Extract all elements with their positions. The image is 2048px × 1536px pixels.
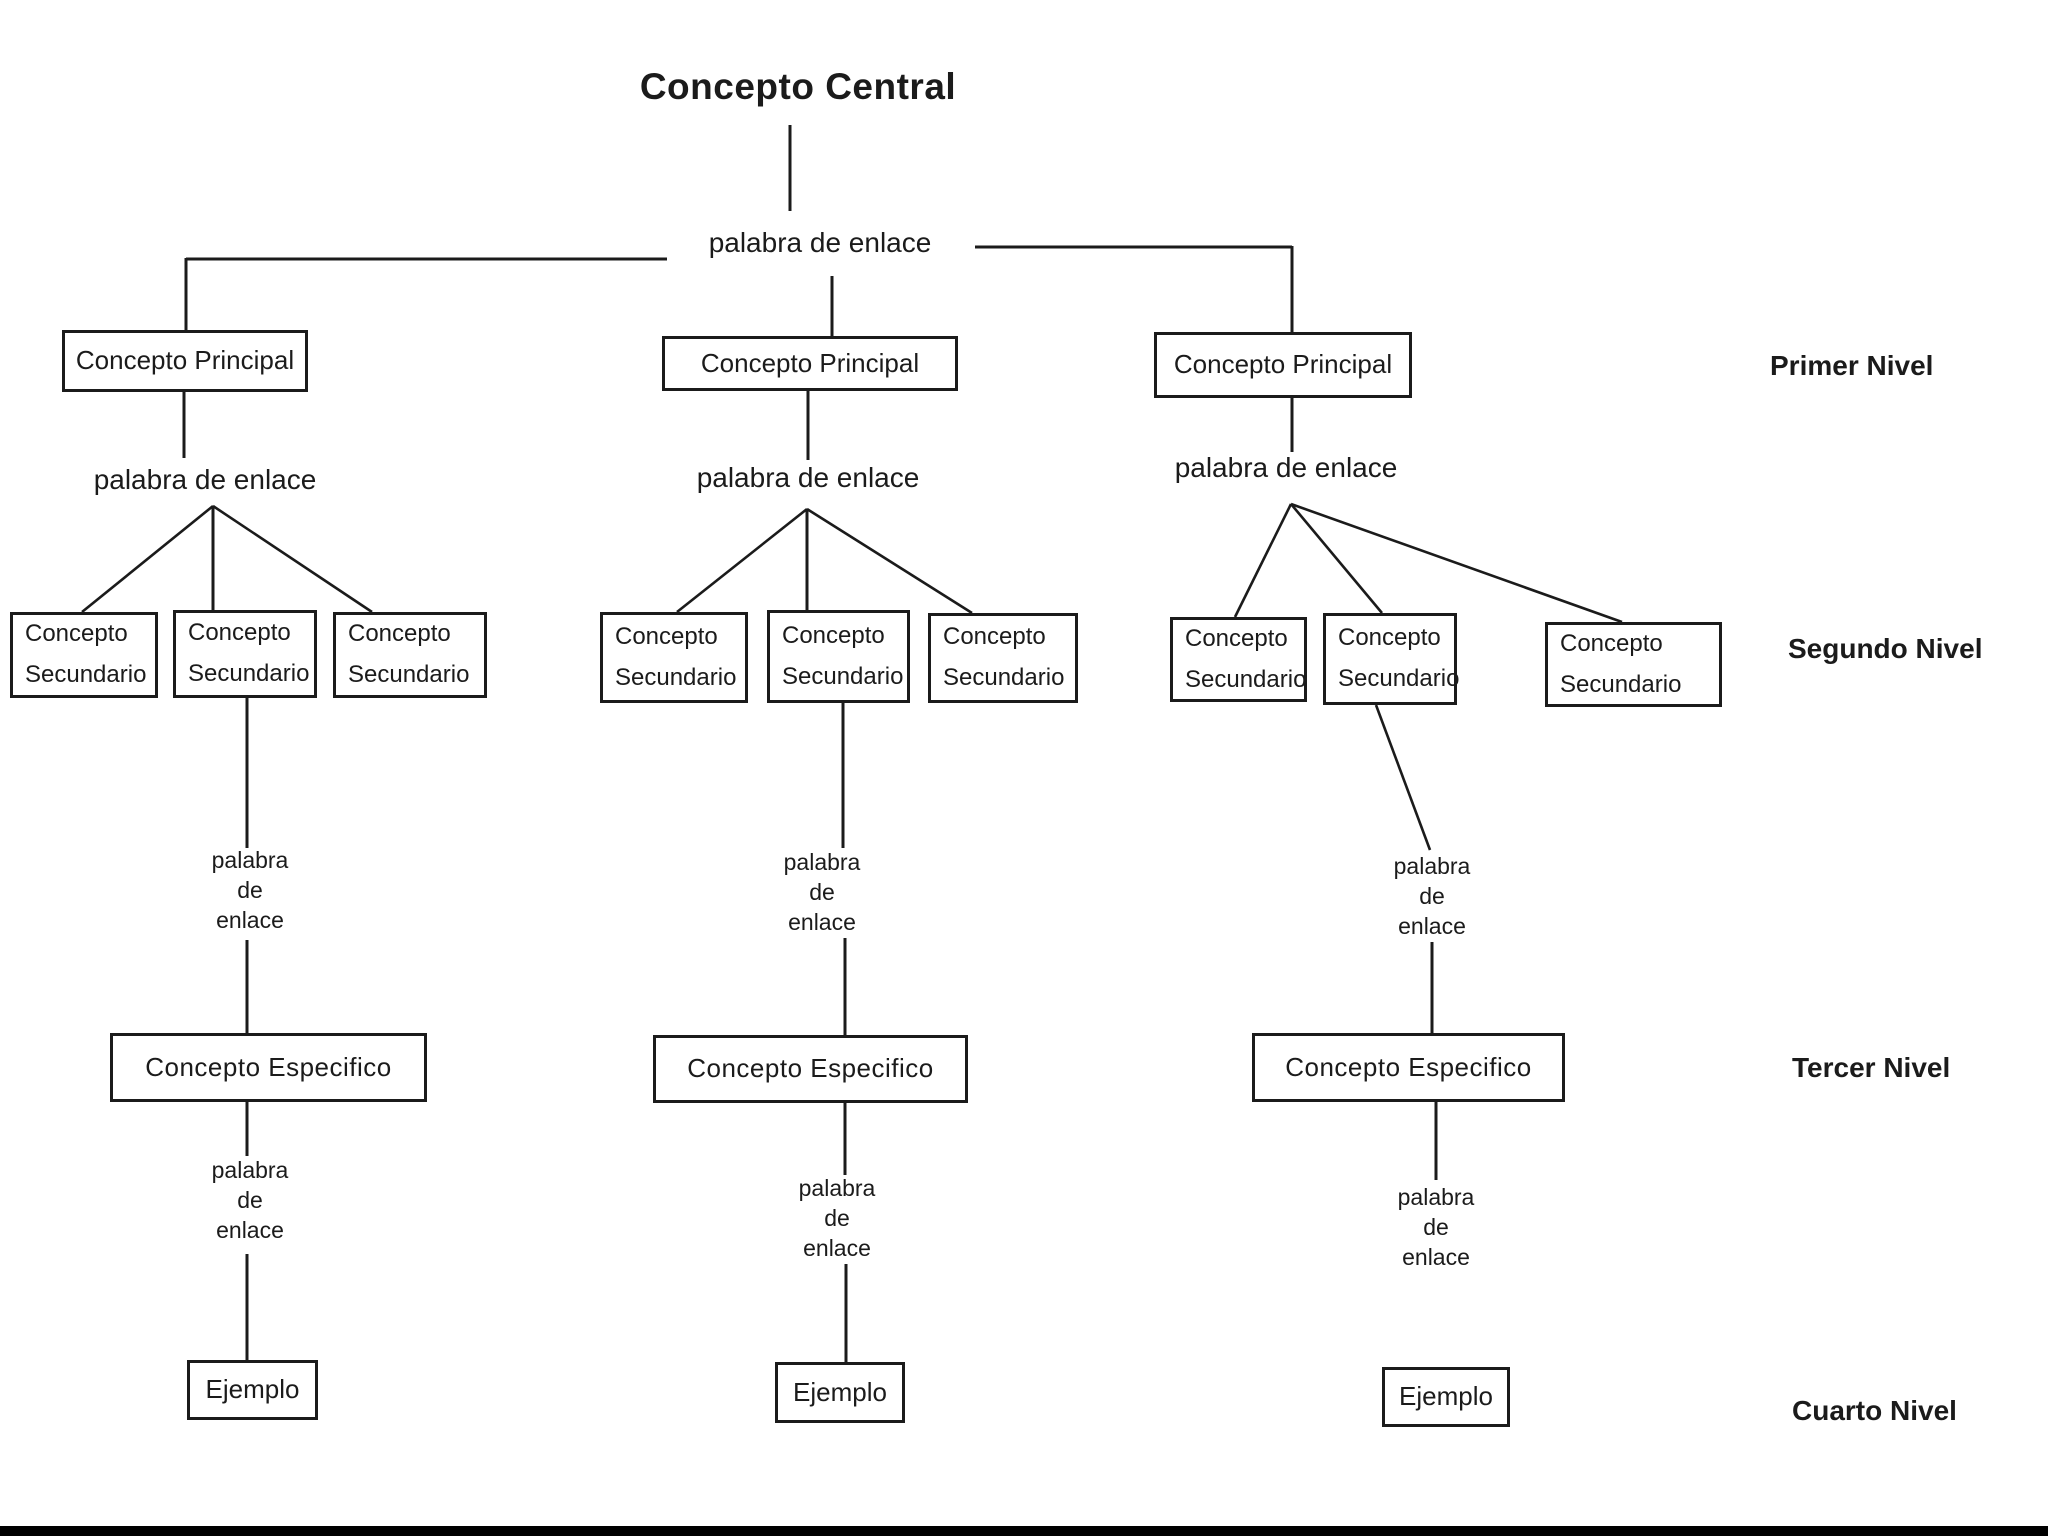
level-label-primer: Primer Nivel: [1770, 350, 1934, 381]
specific-box-3: Concepto Especifico: [1252, 1033, 1565, 1102]
example-box-2: Ejemplo: [775, 1362, 905, 1423]
central-concept-title: Concepto Central: [639, 66, 957, 107]
connector-line: [1374, 704, 1432, 851]
principal-box-1: Concepto Principal: [62, 330, 308, 392]
principal-box-2: Concepto Principal: [662, 336, 958, 391]
link-word-stacked-1: palabra de enlace: [211, 847, 289, 933]
level-label-segundo: Segundo Nivel: [1788, 633, 1983, 664]
connector-line: [81, 504, 214, 614]
link-word-stacked-4: palabra de enlace: [211, 1157, 289, 1243]
connector-line: [806, 507, 973, 615]
secondary-box-9: Concepto Secundario: [1545, 622, 1722, 707]
connector-line: [1290, 503, 1383, 614]
secondary-box-2: Concepto Secundario: [173, 610, 317, 698]
link-word-top: palabra de enlace: [708, 227, 932, 258]
specific-box-2: Concepto Especifico: [653, 1035, 968, 1103]
level-label-tercer: Tercer Nivel: [1792, 1052, 1951, 1083]
link-word-branch-2: palabra de enlace: [696, 462, 920, 493]
connector-line: [212, 504, 373, 614]
link-word-branch-1: palabra de enlace: [93, 464, 317, 495]
link-word-stacked-5: palabra de enlace: [798, 1175, 876, 1261]
link-word-stacked-6: palabra de enlace: [1397, 1184, 1475, 1270]
example-box-1: Ejemplo: [187, 1360, 318, 1420]
secondary-box-7: Concepto Secundario: [1170, 617, 1307, 702]
connector-line: [676, 507, 808, 614]
secondary-box-1: Concepto Secundario: [10, 612, 158, 698]
link-word-branch-3: palabra de enlace: [1174, 452, 1398, 483]
level-label-cuarto: Cuarto Nivel: [1792, 1395, 1957, 1426]
specific-box-1: Concepto Especifico: [110, 1033, 427, 1102]
link-word-stacked-2: palabra de enlace: [783, 849, 861, 935]
secondary-box-5: Concepto Secundario: [767, 610, 910, 703]
example-box-3: Ejemplo: [1382, 1367, 1510, 1427]
secondary-box-6: Concepto Secundario: [928, 613, 1078, 703]
secondary-box-4: Concepto Secundario: [600, 612, 748, 703]
bottom-edge-bar: [0, 1526, 2048, 1536]
connector-line: [1233, 503, 1293, 618]
link-word-stacked-3: palabra de enlace: [1393, 853, 1471, 939]
secondary-box-8: Concepto Secundario: [1323, 613, 1459, 705]
principal-box-3: Concepto Principal: [1154, 332, 1412, 398]
connector-line: [1290, 502, 1623, 624]
secondary-box-3: Concepto Secundario: [333, 612, 487, 698]
